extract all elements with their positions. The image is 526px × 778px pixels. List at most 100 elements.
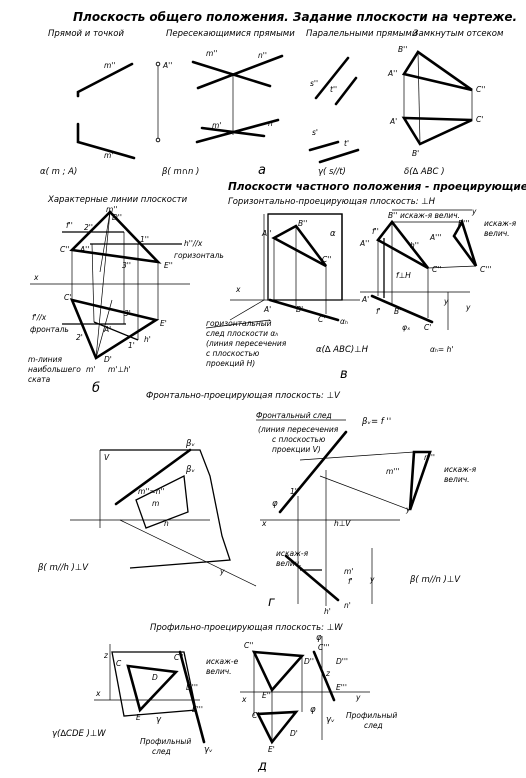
lbl-A2-b: A'' <box>79 245 89 254</box>
lbl-y-g2: y <box>369 575 375 584</box>
lbl-trace-note-1: (линия пересечения <box>258 425 339 434</box>
lbl-C2-v: C'' <box>322 255 331 264</box>
lbl-2-2: 2'' <box>84 223 93 232</box>
label-A1-t: A' <box>389 117 397 126</box>
label-m2-b: m'' <box>206 49 217 58</box>
lbl-betaV-2: βᵥ <box>185 465 195 475</box>
formula-delta: δ(∆ ABC ) <box>404 167 445 177</box>
lbl-distorted-2a: искаж-я <box>484 219 517 228</box>
lbl-1-1: 1' <box>128 341 135 350</box>
lbl-n1-g: n' <box>344 601 351 610</box>
lbl-f-perp-h: f⊥H <box>396 271 411 280</box>
label-m1-bottom: m' <box>104 151 113 160</box>
diagram-horizontal-projecting-ortho: B'' искаж-я велич. f'' A'' h'' A''' f⊥H … <box>359 207 519 354</box>
note-profile-trace-left-2: след <box>152 747 171 756</box>
lbl-m2-b: m'' <box>106 205 117 214</box>
lbl-E1-d: E' <box>268 745 275 754</box>
lbl-m1-g: m' <box>344 567 353 576</box>
lbl-E3-d: E''' <box>192 705 203 714</box>
label-s2: s'' <box>310 79 318 88</box>
lbl-m-g: m <box>152 499 159 508</box>
lbl-yB: y <box>471 207 477 216</box>
label-C2: C'' <box>476 85 485 94</box>
lbl-B1-v: B' <box>296 305 303 314</box>
lbl-h-perp-v: h⊥V <box>334 519 351 528</box>
lbl-y-do: y <box>355 693 361 702</box>
diagram-profile-projecting-ortho: φ C'' искаж-е велич. D'' C''' D''' z E''… <box>206 633 397 754</box>
lbl-A1-o: A' <box>361 295 369 304</box>
lbl-E2-b: E'' <box>164 261 173 270</box>
lbl-alphaH-eq: αₕ= h' <box>430 345 453 354</box>
formula-gamma-perp-w: γ(∆CDE )⊥W <box>52 729 106 739</box>
lbl-betaV-eq: βᵥ= f '' <box>361 417 391 427</box>
lbl-A3-o: A''' <box>429 233 441 242</box>
lbl-B2-o: B'' <box>388 211 397 220</box>
lbl-horizontal: горизонталь <box>174 251 224 260</box>
lbl-front-trace: Фронтальный след <box>256 411 332 420</box>
formula-beta: β( m∩n ) <box>161 167 199 177</box>
panel-letter-v: в <box>340 367 348 382</box>
note-profile-trace-left-1: Профильный <box>140 737 191 746</box>
lbl-f2-o: f'' <box>372 227 379 236</box>
label-m1-b: m' <box>212 121 221 130</box>
lbl-m-line-1: m-линия <box>28 355 62 364</box>
diagram-parallel-lines: s'' t'' s' t' <box>308 56 360 164</box>
lbl-E2-d: E'' <box>262 691 271 700</box>
note-profile-trace-right-1: Профильный <box>346 711 397 720</box>
lbl-1-g: 1'' <box>290 487 299 496</box>
lbl-D-d: D <box>152 673 158 682</box>
lbl-C1-d: C' <box>252 711 259 720</box>
lbl-f1-o: f' <box>376 307 381 316</box>
lbl-m-perp-h: m'⊥h' <box>108 365 131 374</box>
lbl-phi-x: φₓ <box>402 323 411 332</box>
lbl-V: V <box>104 453 110 462</box>
lbl-trace-note-3: проекции V) <box>272 445 321 454</box>
diagram-profile-projecting-3d: z C D C''' D''' x E E''' γ γᵥ γ(∆CDE )⊥W… <box>52 644 213 756</box>
lbl-distorted-g2-2: велич. <box>276 559 302 568</box>
axis-x-v: x <box>235 285 241 294</box>
lbl-distorted-2: искаж-я велич. <box>484 219 519 238</box>
axis-x-left: x <box>33 273 39 282</box>
section-title-profile: Профильно-проецирующая плоскость: ⊥W <box>150 623 343 633</box>
lbl-A2-v: A'' <box>261 229 271 238</box>
axis-x-g: x <box>261 519 267 528</box>
lbl-distorted-d-1: искаж-е <box>206 657 239 666</box>
note-trace: горизонтальный след плоскости αₕ (линия … <box>206 319 289 368</box>
lbl-distorted-g: искаж-я велич. <box>444 465 479 484</box>
formula-alpha-perp-h: α(∆ ABC)⊥H <box>316 345 369 355</box>
lbl-distorted-d-2: велич. <box>206 667 232 676</box>
diagram-intersecting-lines: m'' n'' m' n' <box>191 49 284 144</box>
lbl-z-d: z <box>103 651 109 660</box>
diagram-frontal-projecting-ortho: Фронтальный след βᵥ= f '' (линия пересеч… <box>256 411 479 616</box>
section-title-projecting: Плоскости частного положения - проецирую… <box>228 181 526 193</box>
formula-gamma: γ( s//t) <box>318 167 346 177</box>
lbl-C2-d: C'' <box>244 641 253 650</box>
lbl-h2-b: h''//x <box>184 239 203 248</box>
caption-intersecting: Пересекающимися прямыми <box>166 29 295 39</box>
lbl-A2-o: A'' <box>359 239 369 248</box>
lbl-m1-b2: m' <box>86 365 95 374</box>
lbl-phi-d: φ <box>316 633 322 643</box>
lbl-mn: m''=n'' <box>138 487 165 496</box>
lbl-D2-d: D'' <box>304 657 314 666</box>
lbl-n-g: n <box>164 519 169 528</box>
lbl-D1-d: D' <box>290 729 298 738</box>
lbl-f1-b: f'//x <box>32 313 47 322</box>
lbl-A1-b: A' <box>103 325 111 334</box>
lbl-y-g1: y <box>405 505 411 514</box>
lbl-z-do: z <box>325 669 331 678</box>
lbl-f1-g: f' <box>348 577 353 586</box>
lbl-m3: m''' <box>386 467 400 476</box>
lbl-D3-d: D''' <box>186 683 198 692</box>
note-profile-trace-left: Профильный след <box>140 737 194 756</box>
label-n1-b: n' <box>268 119 275 128</box>
formula-beta-perp-v: β( m//h )⊥V <box>37 563 89 573</box>
lbl-y-g: y <box>219 567 225 576</box>
label-t2: t'' <box>330 85 337 94</box>
label-s1: s' <box>312 128 318 137</box>
note-trace-3: (линия пересечения <box>206 339 287 348</box>
lbl-D2-b: D'' <box>112 213 122 222</box>
diagram-line-point: m'' m' A'' <box>76 61 172 160</box>
lbl-trace-note-2: с плоскостью <box>272 435 325 444</box>
